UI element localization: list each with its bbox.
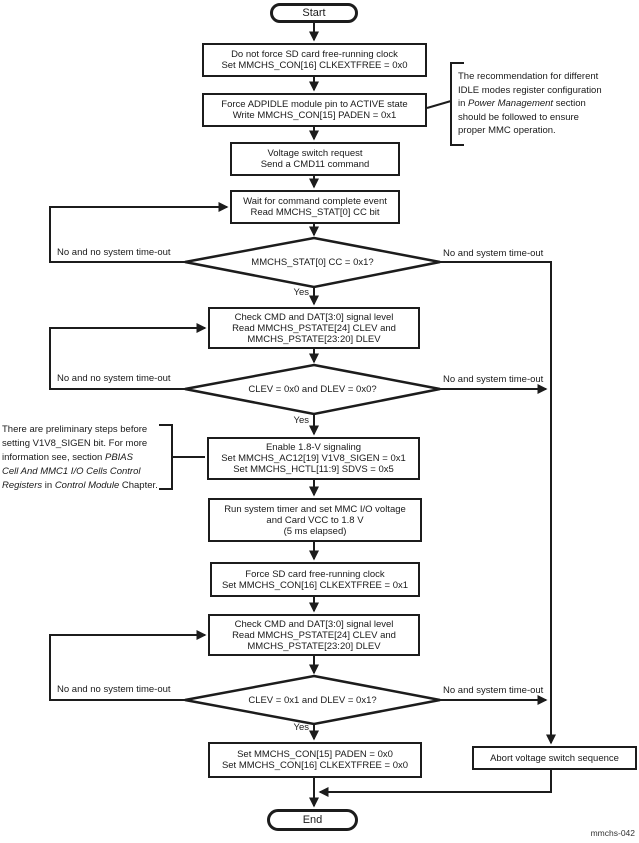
box-voltage-switch-request: Voltage switch request Send a CMD11 comm… bbox=[230, 142, 400, 176]
box-line: Force SD card free-running clock bbox=[245, 568, 385, 580]
box-line: Do not force SD card free-running clock bbox=[231, 49, 398, 60]
note-line: proper MMC operation. bbox=[458, 125, 556, 136]
box-line: Enable 1.8-V signaling bbox=[265, 442, 362, 453]
note-text-italic: PBIAS bbox=[104, 452, 133, 463]
connector-box2-to-idle-note bbox=[426, 100, 452, 109]
end-terminal: End bbox=[267, 809, 358, 831]
box-line: MMCHS_PSTATE[23:20] DLEV bbox=[247, 333, 381, 345]
note-line: The recommendation for different bbox=[458, 71, 599, 82]
edge-abort-to-end bbox=[318, 770, 552, 797]
note-text: section bbox=[553, 98, 586, 109]
note-line: information see, section PBIAS bbox=[2, 451, 170, 465]
box-line: Force ADPIDLE module pin to ACTIVE state bbox=[221, 99, 408, 110]
note-line: Registers in Control Module Chapter. bbox=[2, 479, 170, 493]
box-line: Abort voltage switch sequence bbox=[490, 752, 619, 764]
box-line: Check CMD and DAT[3:0] signal level bbox=[234, 311, 394, 323]
box-line: and Card VCC to 1.8 V bbox=[266, 514, 364, 526]
box-line: Set MMCHS_CON[15] PADEN = 0x0 bbox=[237, 749, 393, 760]
box-line: Run system timer and set MMC I/O voltage bbox=[224, 503, 406, 515]
edge-label-no-timeout-3: No and system time-out bbox=[443, 685, 544, 696]
decision-lev-low-text: CLEV = 0x0 and DLEV = 0x0? bbox=[248, 384, 377, 395]
note-text-italic: Power Management bbox=[468, 98, 554, 109]
box-line: Set MMCHS_HCTL[11:9] SDVS = 0x5 bbox=[233, 464, 394, 475]
box-reset-paden-clkextfree: Set MMCHS_CON[15] PADEN = 0x0 Set MMCHS_… bbox=[208, 742, 422, 778]
note-line: Cell And MMC1 I/O Cells Control bbox=[2, 466, 141, 477]
box-line: Read MMCHS_STAT[0] CC bit bbox=[250, 207, 380, 218]
idle-note-bracket bbox=[450, 62, 464, 146]
box-line: Set MMCHS_CON[16] CLKEXTFREE = 0x0 bbox=[221, 60, 408, 71]
edge-no-retry-loop3 bbox=[49, 630, 207, 701]
box-no-force-clock: Do not force SD card free-running clock … bbox=[202, 43, 427, 77]
box-line: Check CMD and DAT[3:0] signal level bbox=[234, 618, 394, 630]
box-force-free-running-clock: Force SD card free-running clock Set MMC… bbox=[210, 562, 420, 597]
box-check-signal-level-2: Check CMD and DAT[3:0] signal level Read… bbox=[208, 614, 420, 656]
decision-cc-set-shape bbox=[184, 236, 441, 289]
note-text: Chapter. bbox=[119, 480, 158, 491]
box-abort-voltage-switch: Abort voltage switch sequence bbox=[472, 746, 637, 770]
note-idle-modes: The recommendation for different IDLE mo… bbox=[458, 70, 638, 138]
box-line: Voltage switch request bbox=[267, 148, 363, 159]
box-line: Set MMCHS_CON[16] CLKEXTFREE = 0x1 bbox=[221, 579, 409, 591]
note-line: IDLE modes register configuration bbox=[458, 84, 602, 96]
note-text: in bbox=[458, 98, 469, 109]
box-line: Wait for command complete event bbox=[243, 196, 387, 207]
box-line: (5 ms elapsed) bbox=[283, 525, 347, 537]
box-line: MMCHS_PSTATE[23:20] DLEV bbox=[247, 640, 381, 652]
note-pbias-preliminary-steps: There are preliminary steps before setti… bbox=[2, 423, 170, 493]
decision-cc-set-text: MMCHS_STAT[0] CC = 0x1? bbox=[251, 257, 374, 268]
note-text: information see, section bbox=[2, 452, 105, 463]
note-line: in Power Management section bbox=[458, 97, 638, 111]
box-line: Set MMCHS_CON[16] CLKEXTFREE = 0x0 bbox=[221, 760, 409, 771]
box-line: Read MMCHS_PSTATE[24] CLEV and bbox=[232, 322, 396, 334]
note-text: in bbox=[42, 480, 55, 491]
box-check-signal-level-1: Check CMD and DAT[3:0] signal level Read… bbox=[208, 307, 420, 349]
decision-lev-high-shape bbox=[184, 674, 441, 726]
start-terminal: Start bbox=[270, 3, 358, 23]
edge-timeout-rail bbox=[440, 261, 556, 745]
decision-lev-high-text: CLEV = 0x1 and DLEV = 0x1? bbox=[248, 694, 377, 706]
edge-label-yes-1: Yes bbox=[293, 287, 310, 298]
note-line: There are preliminary steps before bbox=[2, 424, 148, 435]
edge-label-no-timeout-2: No and system time-out bbox=[443, 374, 544, 385]
edge-label-no-retry-2: No and no system time-out bbox=[57, 373, 171, 384]
note-text-italic: Registers bbox=[2, 480, 43, 491]
note-line: should be followed to ensure bbox=[458, 111, 579, 123]
figure-id-caption: mmchs-042 bbox=[590, 828, 635, 838]
edge-label-yes-2: Yes bbox=[293, 415, 310, 426]
box-run-system-timer: Run system timer and set MMC I/O voltage… bbox=[208, 498, 422, 542]
note-line: setting V1V8_SIGEN bit. For more bbox=[2, 438, 148, 449]
box-wait-command-complete: Wait for command complete event Read MMC… bbox=[230, 190, 400, 224]
decision-lev-low-shape bbox=[184, 363, 441, 416]
box-force-adpidle: Force ADPIDLE module pin to ACTIVE state… bbox=[202, 93, 427, 127]
box-enable-18v-signaling: Enable 1.8-V signaling Set MMCHS_AC12[19… bbox=[207, 437, 420, 480]
edge-no-retry-loop1 bbox=[49, 202, 229, 263]
edge-label-no-timeout-1: No and system time-out bbox=[443, 248, 544, 259]
box-line: Read MMCHS_PSTATE[24] CLEV and bbox=[232, 629, 396, 641]
edge-label-yes-3: Yes bbox=[293, 722, 310, 733]
edge-label-no-retry-3: No and no system time-out bbox=[57, 684, 171, 695]
edge-no-retry-loop2 bbox=[49, 323, 207, 390]
box-line: Send a CMD11 command bbox=[260, 159, 370, 170]
edge-label-no-retry-1: No and no system time-out bbox=[57, 247, 171, 258]
box-line: Write MMCHS_CON[15] PADEN = 0x1 bbox=[232, 110, 397, 121]
box-line: Set MMCHS_AC12[19] V1V8_SIGEN = 0x1 bbox=[221, 453, 406, 464]
note-text-italic: Control Module bbox=[54, 480, 120, 491]
